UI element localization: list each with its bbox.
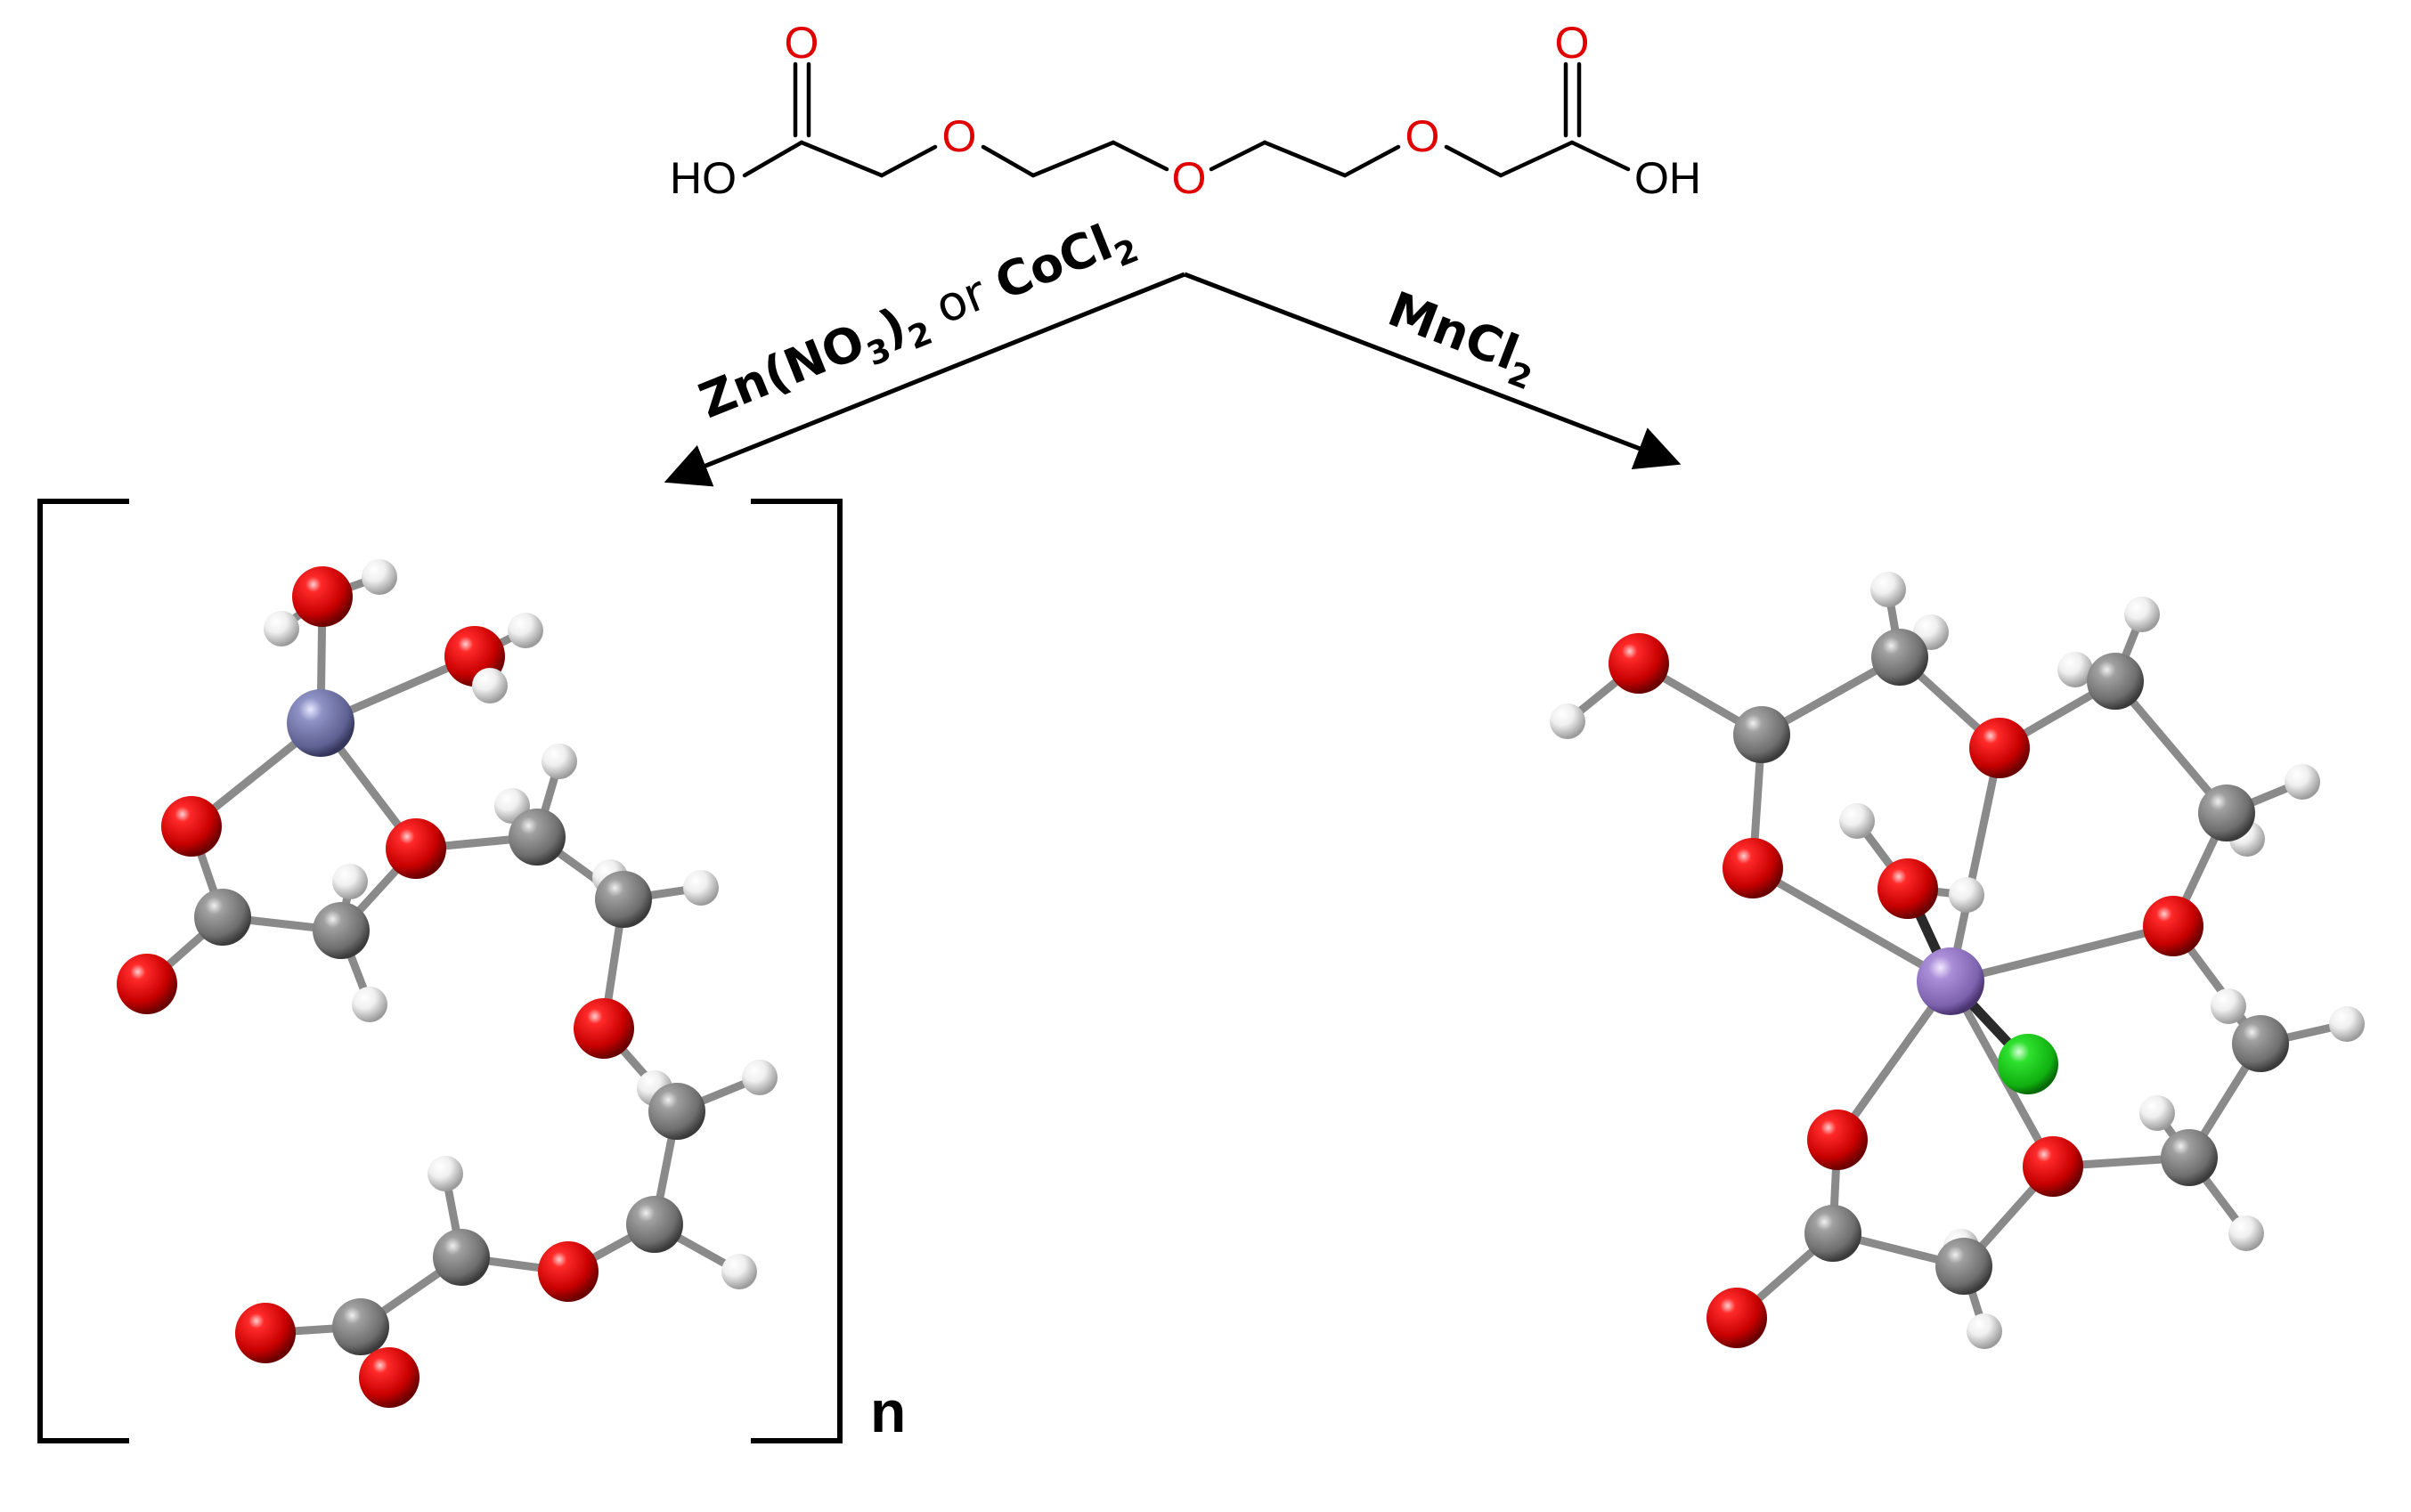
- carbon-atom: [626, 1196, 683, 1253]
- bond-stick: [2111, 677, 2231, 817]
- bond: [799, 140, 884, 178]
- hydrogen-atom: [1839, 803, 1875, 839]
- bond-stick: [1946, 922, 2178, 986]
- ether-oxygen-1-label: O: [942, 111, 977, 161]
- oxygen-atom: [1723, 838, 1783, 898]
- hydrogen-atom: [472, 668, 508, 703]
- hydrogen-atom: [742, 1060, 778, 1095]
- hydrogen-atom: [428, 1156, 463, 1191]
- ligand-structure: [742, 61, 1631, 178]
- carbon-atom: [194, 889, 251, 946]
- chlorine-atom: [1998, 1034, 2058, 1094]
- oxygen-atom: [117, 954, 177, 1014]
- oxygen-atom: [574, 998, 634, 1059]
- oxygen-atom: [1706, 1288, 1767, 1348]
- hydrogen-atom: [542, 744, 577, 779]
- reaction-arrows: [664, 272, 1682, 487]
- oxygen-atom: [1609, 633, 1669, 694]
- hydrogen-atom: [1949, 877, 1984, 913]
- ho-left-label: HO: [670, 153, 737, 203]
- hydrogen-atom: [2329, 1006, 2365, 1042]
- right-bracket: [751, 499, 843, 1443]
- bond: [1342, 144, 1401, 178]
- carbon-atom: [1935, 1238, 1992, 1295]
- manganese-complex-model: [1550, 572, 2365, 1349]
- ether-oxygen-2-label: O: [1172, 153, 1207, 203]
- oxygen-atom: [538, 1241, 599, 1302]
- carbon-atom: [313, 902, 370, 959]
- ether-oxygen-3-label: O: [1405, 111, 1440, 161]
- carbon-atom: [509, 809, 566, 866]
- zinc-atom: [287, 689, 354, 757]
- carbon-atom: [2232, 1015, 2289, 1072]
- hydrogen-atom: [2057, 652, 2093, 687]
- oxygen-atom: [161, 796, 222, 857]
- hydrogen-atom: [1967, 1313, 2002, 1349]
- hydrogen-atom: [332, 864, 368, 899]
- hydrogen-atom: [683, 870, 719, 906]
- ligand-atom-labels: HO O O O O O OH: [670, 18, 1701, 203]
- carbon-atom: [1871, 629, 1928, 686]
- hydrogen-atom: [2124, 597, 2160, 632]
- bond: [1444, 144, 1503, 178]
- bond: [742, 140, 804, 178]
- carbonyl-oxygen-right-label: O: [1555, 18, 1590, 68]
- carbon-atom: [2161, 1129, 2218, 1186]
- arrow-left: [664, 272, 1185, 487]
- bond: [1569, 140, 1631, 172]
- carbon-atom: [1804, 1205, 1861, 1262]
- carbon-atom: [2087, 653, 2144, 710]
- bond: [1209, 140, 1267, 172]
- polymer-subscript-n: n: [870, 1378, 906, 1444]
- zinc-complex-model: [117, 559, 778, 1408]
- hydrogen-atom: [1550, 703, 1585, 739]
- hydrogen-atom: [2139, 1095, 2175, 1131]
- carbon-atom: [433, 1229, 490, 1286]
- bond-stick: [1946, 744, 2004, 986]
- left-reagent-label: Zn(NO3)2 or CoCl2: [691, 206, 1144, 437]
- oxygen-atom: [1877, 858, 1938, 919]
- bond: [1498, 140, 1575, 178]
- carbonyl-oxygen-left-label: O: [785, 18, 819, 68]
- bond: [879, 144, 938, 178]
- oxygen-atom: [359, 1347, 419, 1408]
- bond-stick: [1748, 864, 1955, 986]
- hydrogen-atom: [721, 1254, 757, 1289]
- oxygen-atom: [2023, 1136, 2083, 1197]
- hydrogen-atom: [2228, 1215, 2264, 1251]
- carbon-atom: [648, 1083, 705, 1140]
- hydrogen-atom: [1870, 572, 1906, 607]
- bond: [1262, 140, 1348, 178]
- oxygen-atom: [386, 818, 446, 879]
- bond: [1030, 140, 1116, 178]
- hydrogen-atom: [362, 559, 397, 595]
- bond: [1111, 140, 1169, 172]
- oxygen-atom: [1969, 718, 2030, 778]
- hydrogen-atom: [2211, 988, 2246, 1024]
- polymer-brackets: [37, 499, 843, 1443]
- hydrogen-atom: [352, 987, 387, 1022]
- oxygen-atom: [235, 1303, 296, 1363]
- bond: [981, 144, 1036, 178]
- hydrogen-atom: [264, 611, 299, 646]
- arrow-right: [1184, 272, 1682, 470]
- carbon-atom: [1733, 706, 1790, 763]
- left-bracket: [37, 499, 129, 1443]
- oxygen-atom: [292, 566, 353, 627]
- oh-right-label: OH: [1634, 153, 1701, 203]
- oxygen-atom: [1807, 1110, 1868, 1170]
- carbon-atom: [332, 1298, 389, 1355]
- hydrogen-atom: [508, 613, 543, 648]
- hydrogen-atom: [2285, 764, 2320, 800]
- carbon-atom: [595, 871, 652, 928]
- manganese-atom: [1917, 947, 1984, 1015]
- carbon-atom: [2198, 784, 2255, 841]
- oxygen-atom: [2143, 896, 2203, 956]
